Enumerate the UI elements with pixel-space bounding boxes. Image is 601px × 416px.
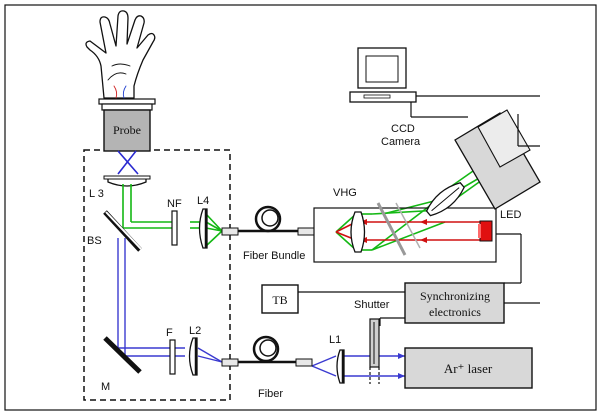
probe-label: Probe (113, 123, 141, 137)
fiber (221, 335, 313, 367)
outer-frame (4, 4, 597, 411)
tb-box (261, 284, 299, 314)
ccd-label-line1: CCD (391, 123, 415, 135)
ccd-cable (517, 114, 540, 147)
l1-label: L1 (329, 334, 341, 346)
hand-icon (85, 10, 156, 99)
probe: Probe (98, 98, 156, 152)
m-label: M (101, 381, 110, 393)
f-label: F (166, 327, 173, 339)
led (478, 220, 493, 242)
computer-monitor-icon (349, 47, 540, 118)
beam-splitter-bs (103, 210, 142, 252)
spectrograph-lens (350, 211, 366, 253)
vhg-label: VHG (333, 187, 357, 199)
nf-label: NF (167, 198, 182, 210)
probe-beam-cross (117, 150, 139, 175)
shutter-label: Shutter (354, 299, 390, 311)
notch-filter-nf (171, 210, 178, 246)
spectrograph-box (313, 207, 497, 263)
l3-label: L 3 (89, 188, 104, 200)
l2-label: L2 (189, 325, 201, 337)
l4-label: L4 (197, 195, 209, 207)
sync-label-line1: Synchronizing (420, 289, 490, 303)
ccd-label-line2: Camera (381, 136, 421, 148)
bs-label: BS (87, 235, 102, 247)
filter-f (169, 339, 176, 375)
control-wiring (298, 233, 540, 326)
fiber-bundle (221, 205, 315, 236)
lens-l3 (103, 175, 151, 187)
tb-label: TB (272, 293, 287, 307)
fiber-bundle-label: Fiber Bundle (243, 250, 305, 262)
fiber-label: Fiber (258, 388, 283, 400)
dashed-enclosure (83, 149, 231, 401)
led-label: LED (500, 209, 521, 221)
vhg-grating (376, 202, 407, 256)
camera-lens (425, 182, 465, 217)
mirror-m (103, 336, 142, 374)
sync-label-line2: electronics (429, 305, 481, 319)
laser-label: Ar⁺ laser (444, 361, 493, 376)
ar-laser-box (404, 347, 533, 389)
shutter (369, 318, 380, 384)
ccd-camera (454, 109, 541, 210)
